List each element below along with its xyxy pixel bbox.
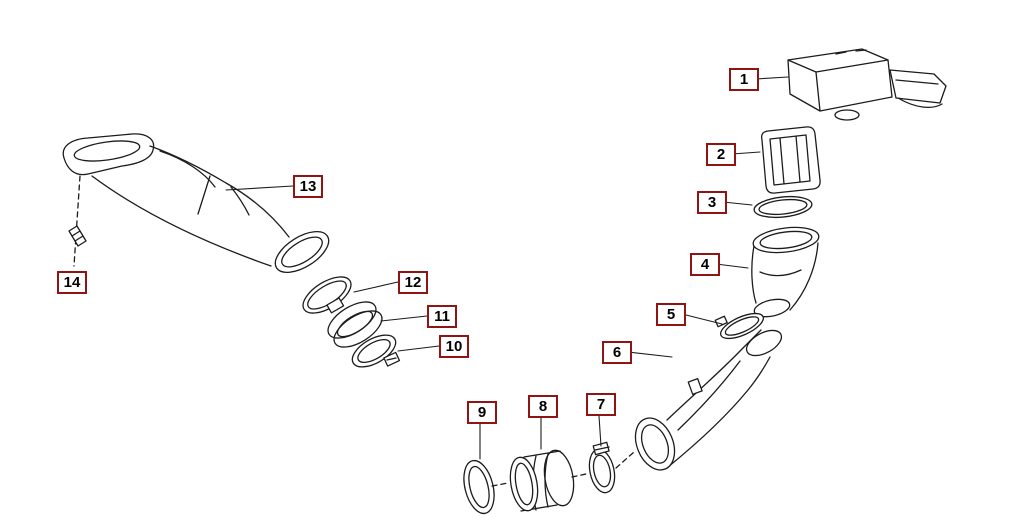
- callout-13[interactable]: 13: [293, 175, 323, 198]
- callout-1[interactable]: 1: [729, 68, 759, 91]
- part-9-drawing: [463, 459, 495, 515]
- callout-label: 7: [596, 396, 606, 413]
- part-6-drawing: [634, 329, 783, 471]
- callout-label: 5: [666, 306, 676, 323]
- callout-3[interactable]: 3: [697, 191, 727, 214]
- leader-line-4: [715, 263, 749, 269]
- leader-line-6: [627, 351, 673, 358]
- callout-label: 8: [538, 398, 548, 415]
- leader-line-1: [754, 76, 789, 80]
- part-2-drawing: [760, 126, 821, 194]
- part-8-drawing: [509, 449, 575, 512]
- part-3-drawing: [753, 195, 813, 219]
- leader-line-12: [353, 281, 399, 293]
- leader-line-3: [722, 201, 753, 206]
- leader-line-5: [681, 313, 723, 325]
- callout-label: 9: [477, 404, 487, 421]
- callout-label: 1: [739, 71, 749, 88]
- callout-5[interactable]: 5: [656, 303, 686, 326]
- callout-label: 14: [63, 274, 81, 291]
- leader-line-10: [397, 345, 440, 352]
- leader-line-13: [225, 185, 294, 191]
- part-12-drawing: [302, 276, 352, 314]
- callout-9[interactable]: 9: [467, 401, 497, 424]
- callout-label: 6: [612, 344, 622, 361]
- part-10-drawing: [351, 334, 401, 368]
- part-4-drawing: [751, 226, 820, 318]
- alignment-axis-lines: [491, 451, 635, 487]
- callout-14[interactable]: 14: [57, 271, 87, 294]
- leader-lines: [225, 76, 789, 460]
- callout-label: 3: [707, 194, 717, 211]
- callout-label: 4: [700, 256, 710, 273]
- leader-line-11: [380, 315, 428, 322]
- leader-line-2: [731, 151, 761, 155]
- callout-7[interactable]: 7: [586, 393, 616, 416]
- part-7-drawing: [588, 441, 616, 494]
- part-14-drawing: [68, 175, 87, 267]
- callout-4[interactable]: 4: [690, 253, 720, 276]
- callout-8[interactable]: 8: [528, 395, 558, 418]
- callout-label: 2: [716, 146, 726, 163]
- part-1-drawing: [787, 48, 947, 121]
- callout-label: 11: [434, 308, 450, 325]
- callout-label: 10: [445, 338, 463, 355]
- leader-line-7: [598, 415, 602, 447]
- callout-label: 12: [404, 274, 422, 291]
- callout-10[interactable]: 10: [439, 335, 469, 358]
- callout-12[interactable]: 12: [398, 271, 428, 294]
- part-5-drawing: [714, 312, 764, 340]
- callout-6[interactable]: 6: [602, 341, 632, 364]
- part-13-drawing: [62, 133, 330, 274]
- callout-label: 13: [299, 178, 317, 195]
- callout-11[interactable]: 11: [427, 305, 457, 328]
- part-11-drawing: [326, 297, 383, 348]
- callout-2[interactable]: 2: [706, 143, 736, 166]
